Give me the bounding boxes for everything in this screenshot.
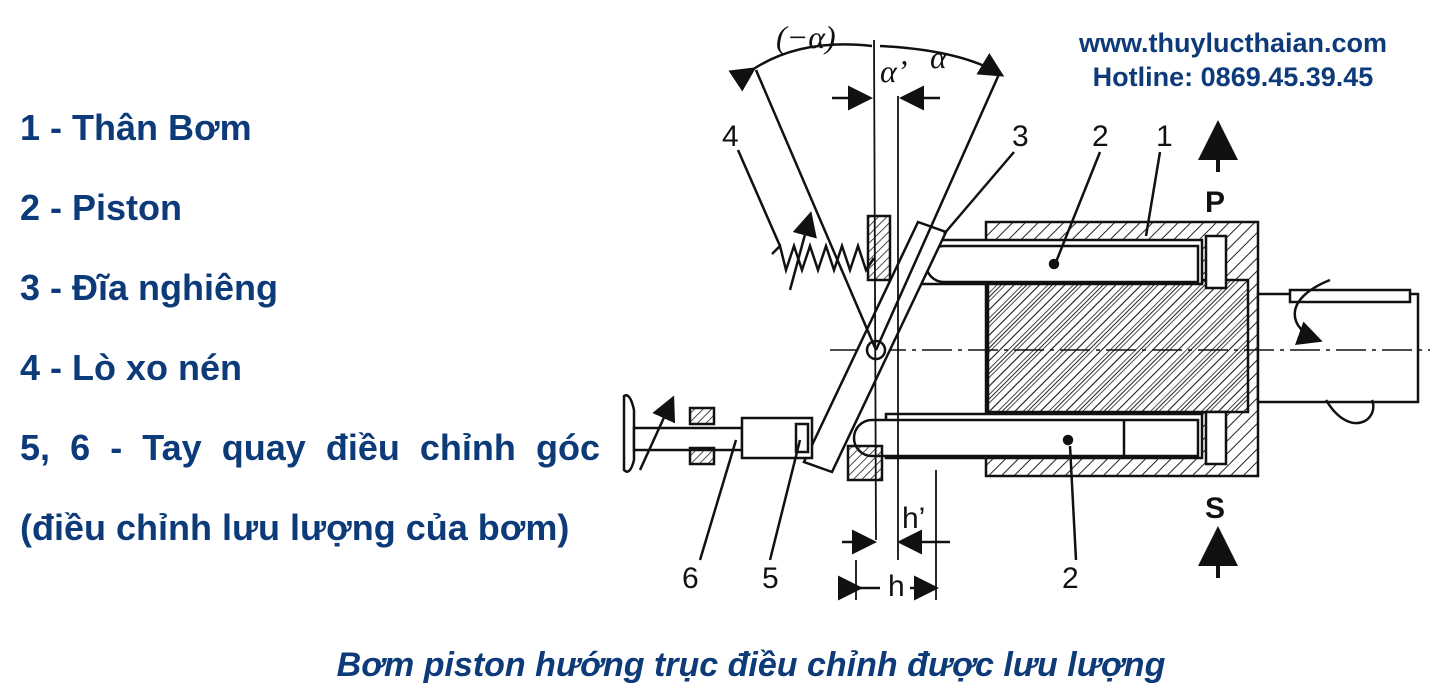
contact-block: www.thuylucthaian.com Hotline: 0869.45.3…: [1050, 26, 1416, 94]
legend-item-swash-plate: 3 - Đĩa nghiêng: [20, 267, 279, 308]
piston-bottom: [852, 418, 1200, 458]
piston-top: [924, 244, 1200, 284]
angle-neg-label: (−α): [776, 19, 836, 55]
port-s-label: S: [1205, 492, 1225, 525]
legend-item-flow-note: (điều chỉnh lưu lượng của bơm): [20, 507, 570, 548]
stroke-h-label: h: [888, 570, 905, 603]
label-3: 3: [1012, 120, 1029, 153]
drive-shaft: [1256, 292, 1420, 404]
port-p-label: P: [1205, 186, 1225, 219]
figure-caption: Bơm piston hướng trục điều chỉnh được lư…: [336, 646, 1166, 684]
label-5: 5: [762, 562, 779, 595]
label-6: 6: [682, 562, 699, 595]
legend-list: 1 - Thân Bơm 2 - Piston 3 - Đĩa nghiêng …: [20, 108, 600, 548]
hotline: Hotline: 0869.45.39.45: [1092, 62, 1374, 92]
label-2-top: 2: [1092, 120, 1109, 153]
adjust-crank: [622, 394, 814, 561]
stroke-h-prime-label: h’: [902, 502, 925, 535]
legend-item-pump-body: 1 - Thân Bơm: [20, 107, 252, 148]
angle-label: α: [930, 39, 948, 75]
cylinder-block: [986, 278, 1250, 414]
legend-item-spring: 4 - Lò xo nén: [20, 347, 243, 388]
legend-item-piston: 2 - Piston: [20, 187, 183, 228]
website-url: www.thuylucthaian.com: [1078, 28, 1388, 58]
label-2-bottom: 2: [1062, 562, 1079, 595]
compression-spring: [771, 242, 876, 275]
angle-prime-label: α’: [880, 53, 907, 89]
label-1: 1: [1156, 120, 1173, 153]
legend-item-angle-crank: 5, 6 - Tay quay điều chỉnh góc: [20, 427, 600, 468]
label-4: 4: [722, 120, 739, 153]
